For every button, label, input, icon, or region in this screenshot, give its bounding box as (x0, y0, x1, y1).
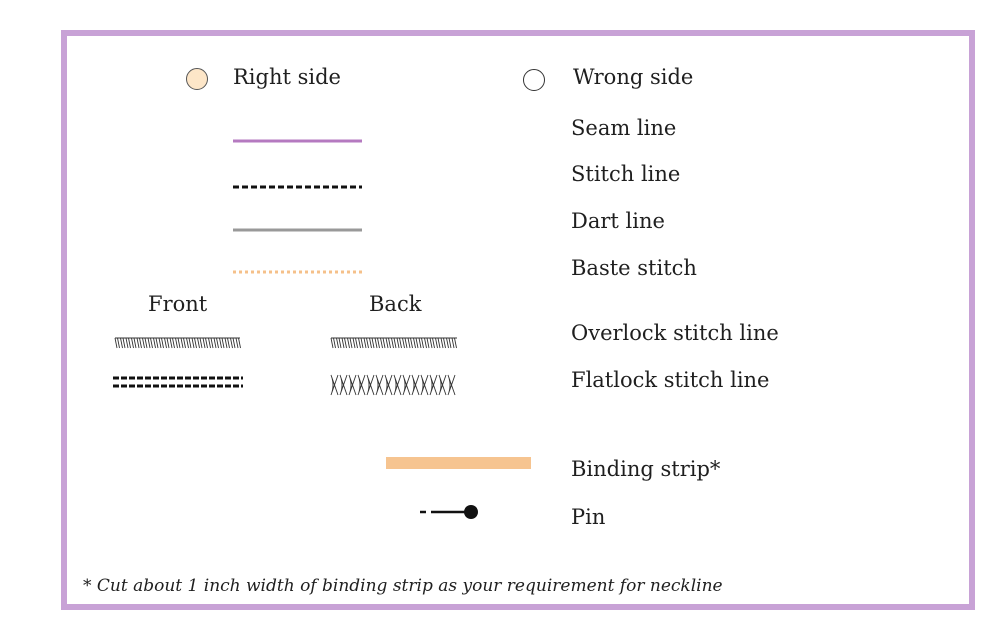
wrong-side-swatch (523, 69, 545, 91)
label-right-side: Right side (233, 65, 341, 89)
label-binding-strip: Binding strip* (571, 457, 721, 481)
pin-symbol (420, 505, 478, 519)
label-seam-line: Seam line (571, 116, 677, 140)
flatlock-back-symbol (330, 374, 456, 396)
label-dart-line: Dart line (571, 209, 665, 233)
right-side-swatch (186, 68, 208, 90)
flatlock-front-symbol (113, 376, 243, 388)
label-stitch-line: Stitch line (571, 162, 681, 186)
binding-strip-symbol (386, 457, 531, 469)
overlock-back-symbol (330, 337, 457, 349)
label-wrong-side: Wrong side (573, 65, 694, 89)
label-pin: Pin (571, 505, 606, 529)
overlock-front-symbol (114, 337, 241, 349)
label-back: Back (369, 292, 422, 316)
label-overlock-stitch-line: Overlock stitch line (571, 321, 779, 345)
footnote: * Cut about 1 inch width of binding stri… (83, 576, 723, 596)
label-flatlock-stitch-line: Flatlock stitch line (571, 368, 770, 392)
label-baste-stitch: Baste stitch (571, 256, 697, 280)
legend-frame (61, 30, 975, 610)
label-front: Front (148, 292, 208, 316)
